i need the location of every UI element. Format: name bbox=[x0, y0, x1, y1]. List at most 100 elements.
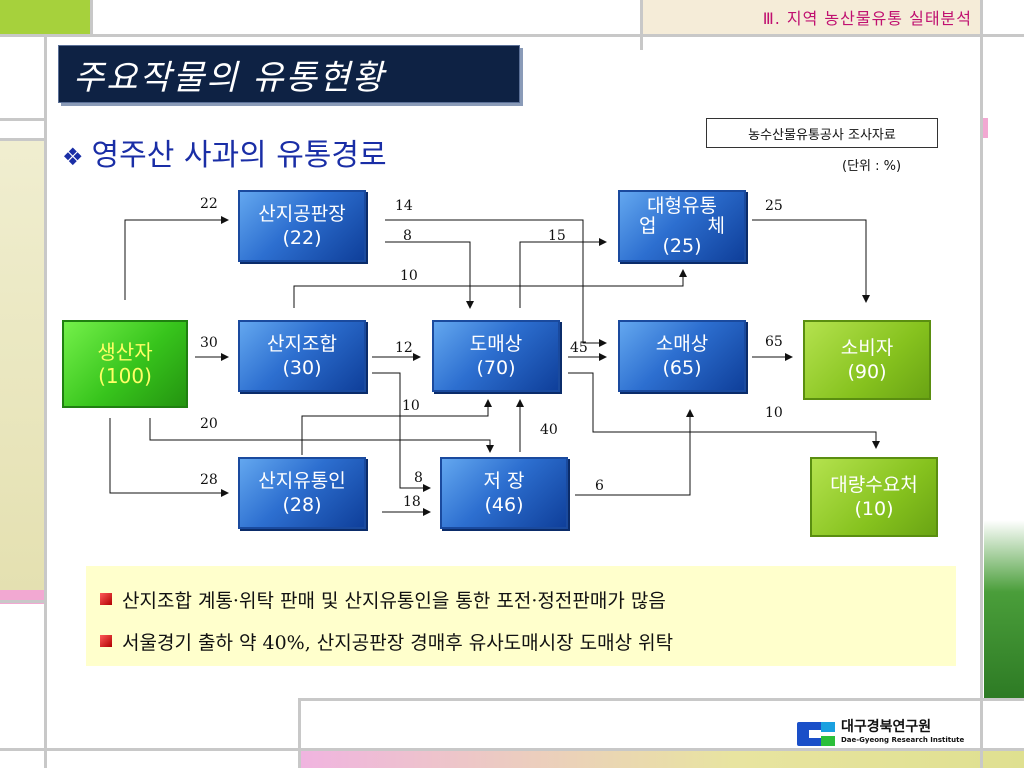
node-bulk-value: (10) bbox=[854, 498, 894, 520]
node-large-dist: 대형유통 업 체 (25) bbox=[618, 190, 746, 262]
arrow-johap-largedist bbox=[293, 269, 687, 308]
institute-logo: 대구경북연구원 Dae-Gyeong Research Institute bbox=[795, 720, 964, 748]
node-consumer: 소비자 (90) bbox=[803, 320, 931, 400]
node-large-dist-name-left: 업 bbox=[639, 215, 657, 237]
chapter-header-text: Ⅲ. 지역 농산물유통 실태분석 bbox=[762, 9, 972, 28]
frame-line bbox=[90, 0, 93, 36]
unit-note: (단위 : %) bbox=[842, 159, 902, 174]
frame-line bbox=[0, 138, 44, 141]
node-sanji-yutong-name: 산지유통인 bbox=[258, 470, 346, 492]
node-sanji-johap: 산지조합 (30) bbox=[238, 320, 366, 392]
arrow-johap-storage bbox=[372, 372, 431, 492]
node-retail-name: 소매상 bbox=[655, 333, 709, 355]
node-large-dist-value: (25) bbox=[662, 235, 702, 257]
node-sanji-gongpan-value: (22) bbox=[282, 227, 322, 249]
node-storage: 저 장 (46) bbox=[440, 457, 568, 529]
flow-label: 30 bbox=[200, 335, 218, 351]
arrow-producer-yutong bbox=[109, 418, 229, 497]
flow-label: 15 bbox=[548, 228, 566, 244]
node-sanji-gongpan-name: 산지공판장 bbox=[258, 203, 346, 225]
node-consumer-value: (90) bbox=[847, 361, 887, 383]
arrow-yutong-domae bbox=[301, 399, 492, 455]
node-storage-name: 저 장 bbox=[483, 470, 525, 492]
node-sanji-johap-name: 산지조합 bbox=[267, 333, 337, 355]
frame-line bbox=[980, 0, 983, 768]
institute-logo-icon bbox=[797, 722, 835, 746]
note-line: 서울경기 출하 약 40%, 산지공판장 경매후 유사도매시장 도매상 위탁 bbox=[100, 622, 956, 660]
flow-label: 18 bbox=[403, 494, 421, 510]
frame-line bbox=[298, 698, 1024, 701]
node-retail: 소매상 (65) bbox=[618, 320, 746, 392]
flow-label: 10 bbox=[402, 398, 420, 414]
frame-line bbox=[0, 600, 44, 603]
frame-line bbox=[298, 698, 301, 768]
frame-line bbox=[0, 748, 1024, 751]
frame-line bbox=[640, 0, 643, 50]
institute-name: 대구경북연구원 bbox=[841, 719, 932, 735]
node-retail-value: (65) bbox=[662, 357, 702, 379]
node-sanji-johap-value: (30) bbox=[282, 357, 322, 379]
source-note: 농수산물유통공사 조사자료 bbox=[706, 118, 938, 148]
right-green-strip bbox=[984, 520, 1024, 700]
node-sanji-gongpan: 산지공판장 (22) bbox=[238, 190, 366, 262]
flow-label: 28 bbox=[200, 472, 218, 488]
flow-label: 6 bbox=[595, 478, 604, 494]
flow-label: 12 bbox=[395, 340, 413, 356]
node-bulk: 대량수요처 (10) bbox=[810, 457, 938, 537]
node-bulk-name: 대량수요처 bbox=[830, 474, 918, 496]
arrow-domae-bulk bbox=[568, 372, 880, 449]
note-line: 산지조합 계통·위탁 판매 및 산지유통인을 통한 포전·정전판매가 많음 bbox=[100, 580, 956, 618]
section-header: ❖영주산 사과의 유통경로 bbox=[62, 130, 387, 174]
arrow-producer-storage bbox=[149, 418, 494, 453]
node-domae: 도매상 (70) bbox=[432, 320, 560, 392]
arrow-storage-retail bbox=[575, 409, 694, 496]
note-box: 산지조합 계통·위탁 판매 및 산지유통인을 통한 포전·정전판매가 많음 서울… bbox=[86, 566, 956, 666]
arrow-gongpan-retail bbox=[385, 219, 607, 347]
page-title-text: 주요작물의 유통현황 bbox=[73, 57, 386, 98]
note-text: 산지조합 계통·위탁 판매 및 산지유통인을 통한 포전·정전판매가 많음 bbox=[122, 589, 666, 612]
note-text: 서울경기 출하 약 40%, 산지공판장 경매후 유사도매시장 도매상 위탁 bbox=[122, 631, 674, 654]
flow-label: 22 bbox=[200, 196, 218, 212]
institute-logo-text: 대구경북연구원 Dae-Gyeong Research Institute bbox=[841, 719, 965, 747]
flow-label: 10 bbox=[765, 405, 783, 421]
frame-line bbox=[0, 34, 640, 37]
bottom-gradient-strip bbox=[300, 750, 1024, 768]
source-note-text: 농수산물유통공사 조사자료 bbox=[748, 127, 896, 143]
arrow-producer-gongpan bbox=[124, 216, 229, 300]
node-domae-name: 도매상 bbox=[469, 333, 523, 355]
diamond-bullet-icon: ❖ bbox=[62, 143, 84, 171]
institute-name-en: Dae-Gyeong Research Institute bbox=[841, 736, 965, 744]
flow-label: 8 bbox=[403, 228, 412, 244]
flow-label: 65 bbox=[765, 334, 783, 350]
frame-line bbox=[0, 118, 44, 121]
page-title: 주요작물의 유통현황 bbox=[58, 45, 520, 103]
node-sanji-yutong: 산지유통인 (28) bbox=[238, 457, 366, 529]
node-large-dist-name: 대형유통 bbox=[647, 195, 717, 217]
flow-label: 40 bbox=[540, 422, 558, 438]
flow-label: 8 bbox=[414, 470, 423, 486]
flow-label: 25 bbox=[765, 198, 783, 214]
node-producer: 생산자 (100) bbox=[62, 320, 188, 408]
chapter-header: Ⅲ. 지역 농산물유통 실태분석 bbox=[643, 0, 980, 34]
flow-label: 10 bbox=[400, 268, 418, 284]
node-sanji-yutong-value: (28) bbox=[282, 494, 322, 516]
node-large-dist-name-right: 체 bbox=[707, 215, 725, 237]
node-large-dist-name-split: 업 체 bbox=[639, 216, 725, 236]
flow-label: 45 bbox=[570, 340, 588, 356]
node-producer-name: 생산자 bbox=[97, 340, 153, 364]
flow-label: 14 bbox=[395, 198, 413, 214]
node-storage-value: (46) bbox=[484, 494, 524, 516]
square-bullet-icon bbox=[100, 635, 112, 647]
square-bullet-icon bbox=[100, 593, 112, 605]
frame-line bbox=[640, 34, 1024, 37]
node-consumer-name: 소비자 bbox=[840, 337, 894, 359]
node-domae-value: (70) bbox=[476, 357, 516, 379]
node-producer-value: (100) bbox=[98, 364, 152, 388]
right-pink-strip bbox=[982, 118, 988, 138]
section-header-text: 영주산 사과의 유통경로 bbox=[91, 138, 387, 173]
arrow-gongpan-domae bbox=[385, 241, 474, 309]
left-beige-strip bbox=[0, 140, 44, 600]
arrow-domae-largedist bbox=[519, 238, 607, 308]
frame-line bbox=[44, 34, 47, 768]
